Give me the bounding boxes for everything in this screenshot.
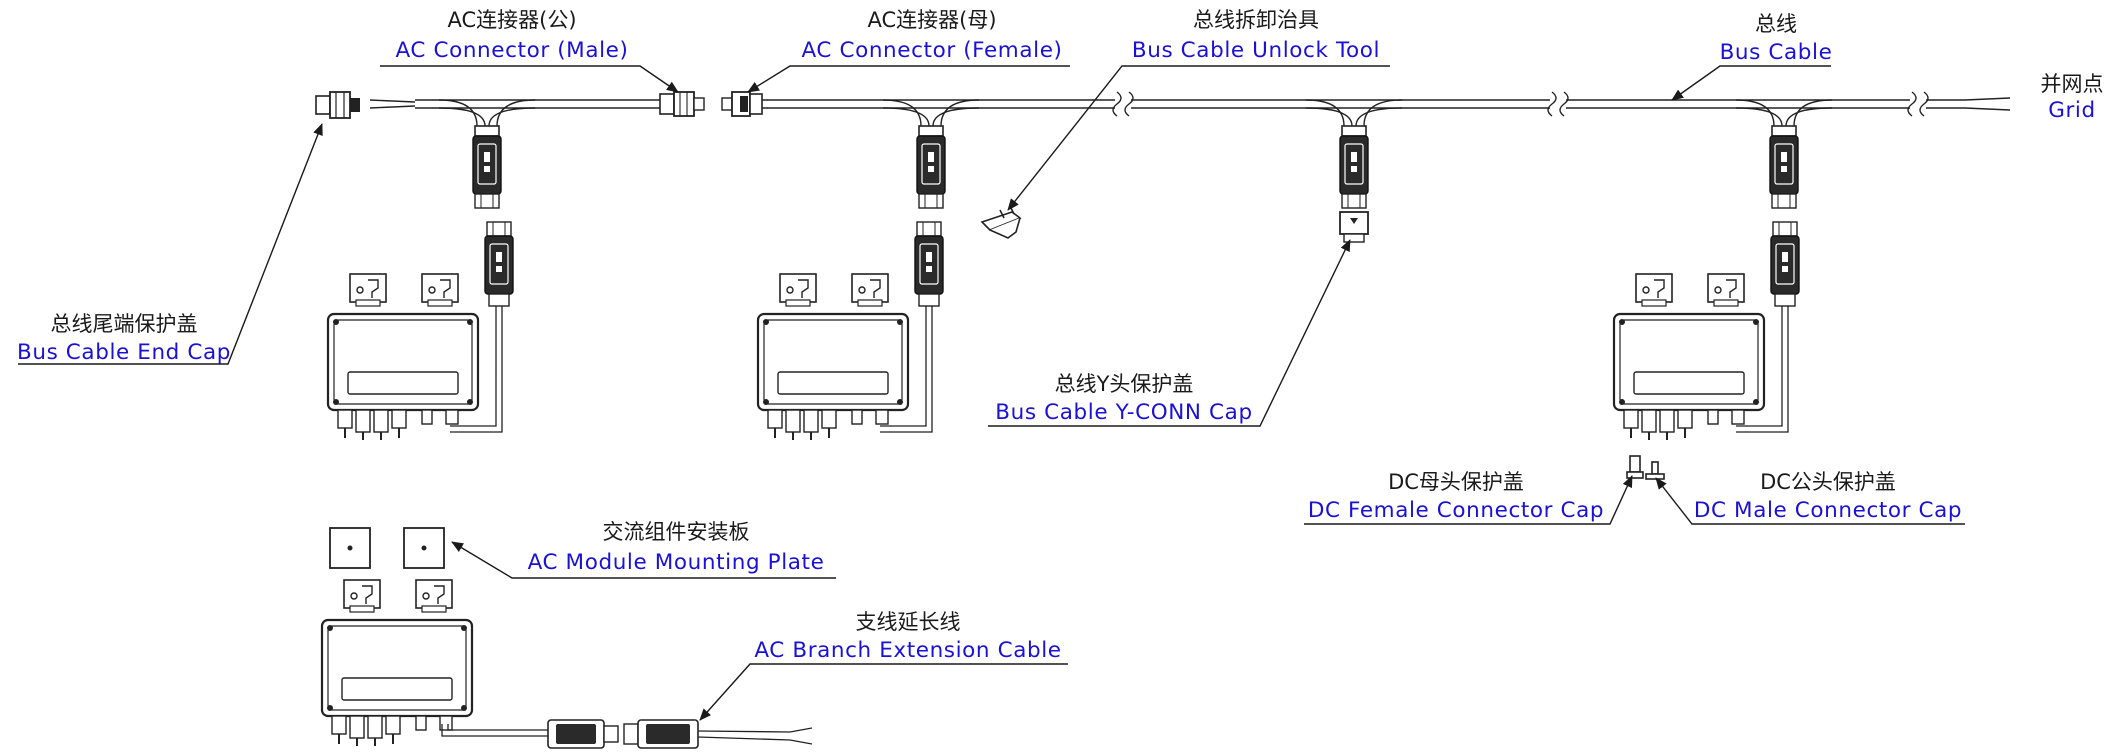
end-cap-label-en: Bus Cable End Cap — [16, 340, 232, 365]
bus-cable-line — [369, 97, 2011, 111]
ac-connector-female-label-en: AC Connector (Female) — [801, 38, 1063, 63]
dc-female-cap-label-en: DC Female Connector Cap — [1307, 498, 1605, 523]
bus-cable-end-cap — [315, 91, 360, 119]
ac-connector-female-label-cn: AC连接器(母) — [867, 8, 997, 32]
dc-female-cap — [1626, 455, 1644, 479]
ac-connector-female — [721, 91, 763, 117]
branch-plug-3 — [1770, 221, 1800, 377]
end-cap-label-cn: 总线尾端保护盖 — [50, 312, 198, 336]
cable-break-2 — [1547, 91, 1569, 117]
callout-leaders — [18, 65, 1965, 721]
grid-label-cn: 并网点 — [2040, 72, 2104, 96]
y-connector-3 — [1305, 99, 1403, 209]
ac-cable-route-3 — [1736, 370, 1789, 433]
grid-label-en: Grid — [2048, 98, 2096, 123]
branch-plug-2 — [914, 221, 944, 377]
ac-connector-male — [659, 91, 705, 117]
branch-extension-label-cn: 支线延长线 — [855, 610, 961, 634]
y-conn-cap-label-cn: 总线Y头保护盖 — [1054, 372, 1194, 396]
cable-break-3 — [1907, 91, 1929, 117]
microinverter-1 — [328, 274, 478, 440]
mounting-plate-2 — [403, 527, 445, 569]
mounting-plate-label-en: AC Module Mounting Plate — [527, 550, 825, 575]
dc-male-cap-label-cn: DC公头保护盖 — [1760, 470, 1896, 494]
ac-cable-route-1 — [450, 370, 503, 433]
ac-connector-male-label-cn: AC连接器(公) — [447, 8, 577, 32]
microinverter-3 — [1614, 274, 1764, 440]
bus-cable-label-cn: 总线 — [1755, 12, 1797, 36]
branch-plug-1 — [484, 221, 514, 377]
ac-cable-route-2 — [880, 370, 933, 433]
unlock-tool-label-cn: 总线拆卸治具 — [1193, 8, 1319, 32]
y-connector-4 — [1735, 99, 1833, 209]
branch-extension-cable — [441, 719, 813, 749]
cable-break-1 — [1112, 91, 1134, 117]
dc-female-cap-label-cn: DC母头保护盖 — [1388, 470, 1524, 494]
mounting-plate-label-cn: 交流组件安装板 — [602, 520, 750, 544]
bus-cable-label-en: Bus Cable — [1719, 40, 1833, 65]
microinverter-2 — [758, 274, 908, 440]
microinverter-4 — [322, 580, 472, 746]
dc-male-cap — [1645, 461, 1665, 480]
branch-extension-label-en: AC Branch Extension Cable — [754, 638, 1062, 663]
y-connector-2 — [882, 99, 980, 209]
dc-male-cap-label-en: DC Male Connector Cap — [1693, 498, 1963, 523]
unlock-tool — [980, 205, 1022, 239]
y-connector-1 — [438, 99, 536, 209]
y-conn-cap-label-en: Bus Cable Y-CONN Cap — [995, 400, 1253, 425]
ac-connector-male-label-en: AC Connector (Male) — [395, 38, 629, 63]
mounting-plate-1 — [329, 527, 371, 569]
y-conn-cap — [1339, 211, 1369, 243]
unlock-tool-label-en: Bus Cable Unlock Tool — [1131, 38, 1381, 63]
